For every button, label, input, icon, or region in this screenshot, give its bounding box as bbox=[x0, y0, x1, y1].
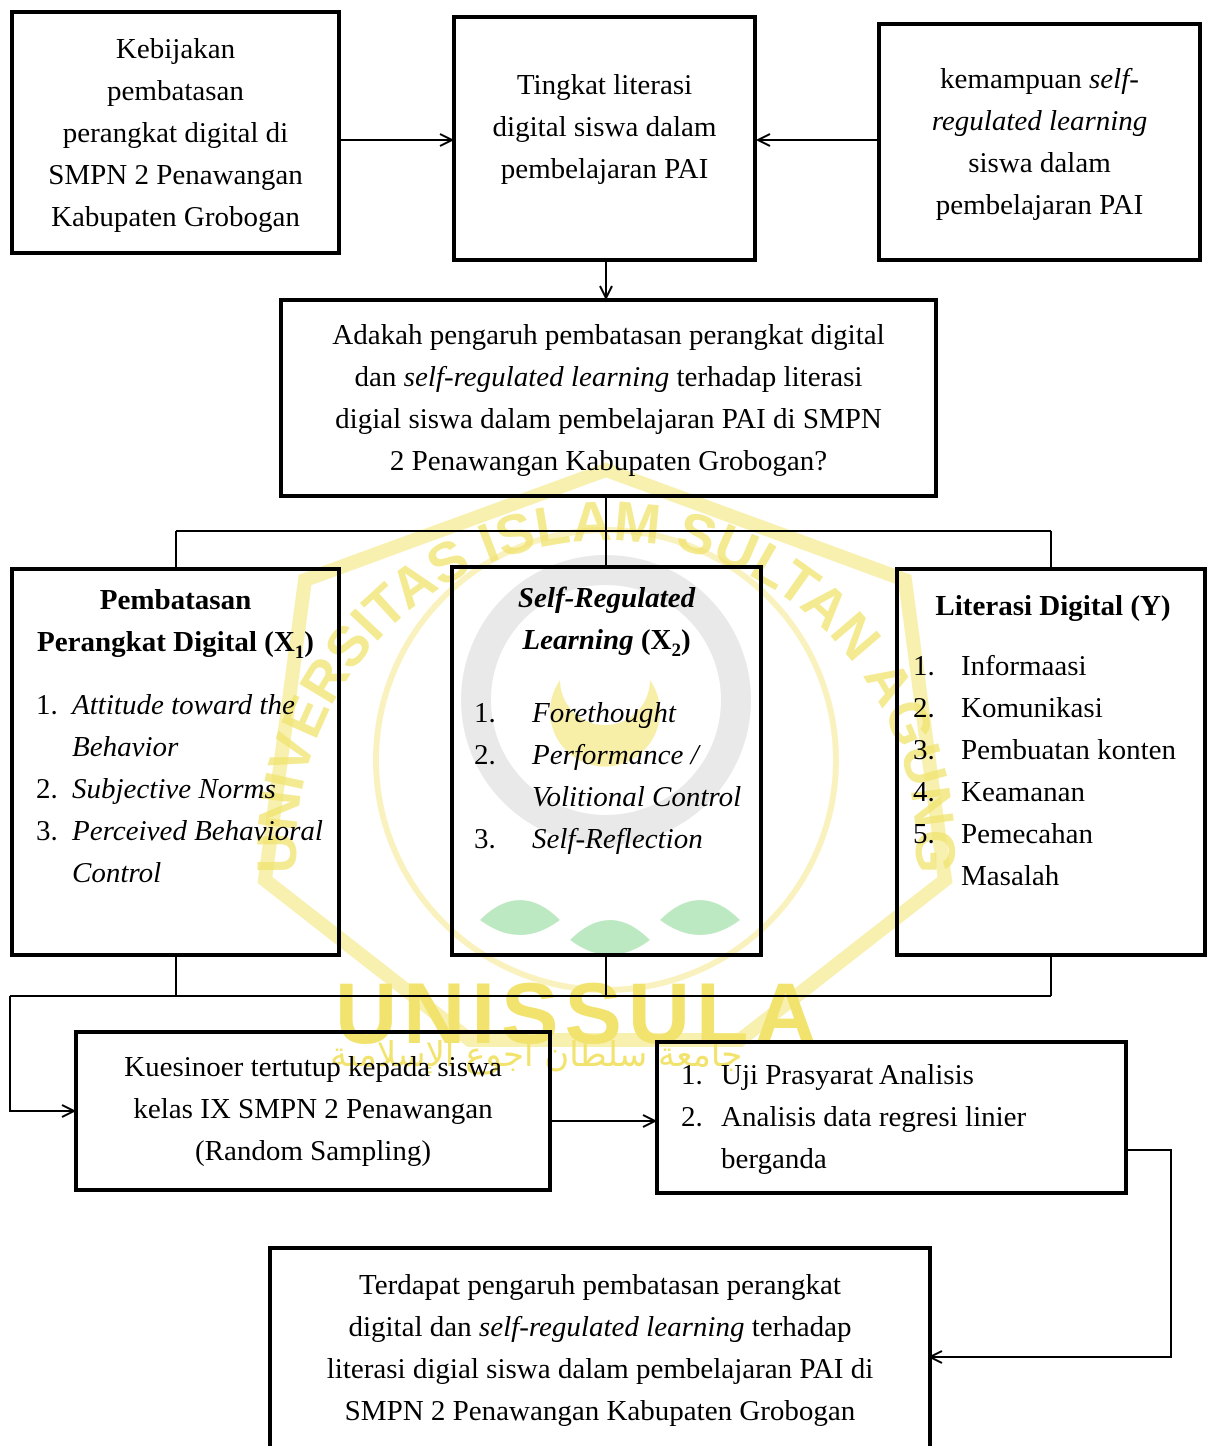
list-text: Keamanan bbox=[961, 776, 1085, 808]
box-analisis: 1. Uji Prasyarat Analisis 2. Analisis data… bbox=[655, 1040, 1128, 1195]
list-item: 3. Self-Reflection bbox=[474, 818, 749, 860]
x2-indicator-list: 1. Forethought 2. Performance / Volitional… bbox=[474, 692, 749, 860]
conclusion-line: SMPN 2 Penawangan Kabupaten Grobogan bbox=[344, 1395, 856, 1427]
list-text: Self-Reflection bbox=[532, 822, 703, 855]
box3-text: siswa dalam bbox=[968, 147, 1111, 179]
list-item: 2. Analisis data regresi linier berganda bbox=[681, 1096, 1114, 1180]
list-text: Analisis data regresi linier berganda bbox=[721, 1101, 1027, 1175]
box-kebijakan-line: Kebijakan bbox=[115, 32, 236, 65]
x2-title: ) bbox=[680, 624, 691, 656]
list-number: 2. bbox=[474, 738, 496, 771]
analisis-list: 1. Uji Prasyarat Analisis 2. Analisis data… bbox=[681, 1054, 1114, 1180]
conclusion-line: literasi digial siswa dalam pembelajaran… bbox=[326, 1353, 874, 1385]
kuesioner-line: (Random Sampling) bbox=[194, 1135, 431, 1167]
watermark-word: UNISSULA bbox=[335, 966, 823, 1062]
box-x1-pembatasan: Pembatasan Perangkat Digital (X1) 1. Atti… bbox=[10, 567, 341, 957]
box3-text: kemampuan bbox=[940, 63, 1090, 95]
list-item: 1. Attitude toward the Behavior bbox=[36, 684, 327, 768]
list-number: 3. bbox=[474, 822, 496, 855]
box-research-question: Adakah pengaruh pembatasan perangkat dig… bbox=[279, 298, 938, 498]
question-line: digial siswa dalam pembelajaran PAI di S… bbox=[335, 403, 882, 435]
box3-text-italic: self- bbox=[1089, 63, 1139, 95]
conclusion-line: Terdapat pengaruh pembatasan perangkat bbox=[359, 1269, 841, 1301]
box-kebijakan: Kebijakan pembatasan perangkat digital d… bbox=[10, 10, 341, 255]
list-number: 5. bbox=[913, 818, 935, 850]
x2-title: Learning bbox=[522, 624, 634, 656]
conclusion-text: digital dan bbox=[348, 1311, 479, 1343]
box3-text: pembelajaran PAI bbox=[935, 189, 1144, 221]
box-conclusion: Terdapat pengaruh pembatasan perangkat d… bbox=[268, 1246, 932, 1446]
list-number: 2. bbox=[681, 1101, 703, 1133]
list-item: 2. Performance / Volitional Control bbox=[474, 734, 749, 818]
list-item: 3. Pembuatan konten bbox=[913, 729, 1193, 771]
list-text: Perceived Behavioral Control bbox=[72, 814, 323, 889]
list-item: 2. Komunikasi bbox=[913, 687, 1193, 729]
list-text: Attitude toward the Behavior bbox=[72, 688, 295, 763]
list-item: 1. Informaasi bbox=[913, 645, 1193, 687]
arrow-analisis-to-conclusion bbox=[930, 1149, 1172, 1357]
question-line: 2 Penawangan Kabupaten Grobogan? bbox=[389, 445, 828, 477]
conclusion-text-italic: self-regulated learning bbox=[478, 1311, 745, 1343]
list-number: 2. bbox=[36, 772, 58, 805]
box-kebijakan-line: SMPN 2 Penawangan bbox=[48, 158, 303, 191]
box-x2-self-regulated: Self-Regulated Learning (X2) 1. Forethoug… bbox=[450, 565, 763, 957]
question-line: Adakah pengaruh pembatasan perangkat dig… bbox=[332, 319, 885, 351]
x1-title: Pembatasan bbox=[99, 584, 252, 616]
box-tingkat-literasi: Tingkat literasi digital siswa dalam pem… bbox=[452, 15, 757, 262]
list-number: 1. bbox=[36, 688, 58, 721]
y-indicator-list: 1. Informaasi 2. Komunikasi 3. Pembuatan ko… bbox=[913, 645, 1193, 897]
kuesioner-line: kelas IX SMPN 2 Penawangan bbox=[133, 1093, 493, 1125]
list-item: 3. Perceived Behavioral Control bbox=[36, 810, 327, 894]
x1-subscript: 1 bbox=[294, 641, 305, 663]
x1-title: ) bbox=[304, 626, 314, 658]
list-number: 4. bbox=[913, 776, 935, 808]
box-kuesioner: Kuesinoer tertutup kepada siswa kelas IX… bbox=[74, 1030, 552, 1192]
box-tingkat-literasi-line: pembelajaran PAI bbox=[500, 153, 709, 185]
list-number: 1. bbox=[913, 650, 935, 682]
list-item: 1. Forethought bbox=[474, 692, 749, 734]
list-text: Pemecahan Masalah bbox=[961, 818, 1094, 892]
question-text-italic: self-regulated learning bbox=[403, 361, 670, 393]
box-kebijakan-line: perangkat digital di bbox=[62, 116, 289, 149]
list-number: 1. bbox=[474, 696, 496, 729]
x1-indicator-list: 1. Attitude toward the Behavior 2. Subject… bbox=[36, 684, 327, 894]
y-title: Literasi Digital (Y) bbox=[935, 590, 1171, 622]
list-number: 3. bbox=[913, 734, 935, 766]
list-number: 2. bbox=[913, 692, 935, 724]
kuesioner-line: Kuesinoer tertutup kepada siswa bbox=[124, 1051, 502, 1083]
list-number: 1. bbox=[681, 1059, 703, 1091]
box-self-regulated-capability: kemampuan self- regulated learning siswa… bbox=[877, 22, 1202, 262]
list-item: 4. Keamanan bbox=[913, 771, 1193, 813]
list-number: 3. bbox=[36, 814, 58, 847]
list-item: 5. Pemecahan Masalah bbox=[913, 813, 1193, 897]
box-y-literasi-digital: Literasi Digital (Y) 1. Informaasi 2. Komu… bbox=[895, 567, 1207, 957]
box3-text-italic: regulated learning bbox=[931, 105, 1148, 137]
list-text: Uji Prasyarat Analisis bbox=[721, 1059, 974, 1091]
x2-title: Self-Regulated bbox=[517, 582, 696, 614]
list-text: Pembuatan konten bbox=[961, 734, 1177, 766]
list-text: Forethought bbox=[532, 696, 676, 729]
x1-title: Perangkat Digital (X bbox=[37, 626, 295, 658]
box-tingkat-literasi-line: Tingkat literasi bbox=[516, 69, 693, 101]
list-item: 2. Subjective Norms bbox=[36, 768, 327, 810]
box-kebijakan-line: pembatasan bbox=[107, 74, 244, 107]
x2-subscript: 2 bbox=[671, 639, 681, 661]
question-text: dan bbox=[354, 361, 404, 393]
list-text: Performance / Volitional Control bbox=[532, 738, 742, 813]
list-item: 1. Uji Prasyarat Analisis bbox=[681, 1054, 1114, 1096]
list-text: Komunikasi bbox=[961, 692, 1103, 724]
arrow-to-kuesioner bbox=[9, 996, 74, 1111]
list-text: Informaasi bbox=[961, 650, 1087, 682]
box-tingkat-literasi-line: digital siswa dalam bbox=[492, 111, 717, 143]
box-kebijakan-line: Kabupaten Grobogan bbox=[51, 200, 300, 233]
x2-title: (X bbox=[633, 624, 672, 656]
question-text: terhadap literasi bbox=[669, 361, 863, 393]
list-text: Subjective Norms bbox=[72, 772, 276, 805]
conclusion-text: terhadap bbox=[744, 1311, 852, 1343]
